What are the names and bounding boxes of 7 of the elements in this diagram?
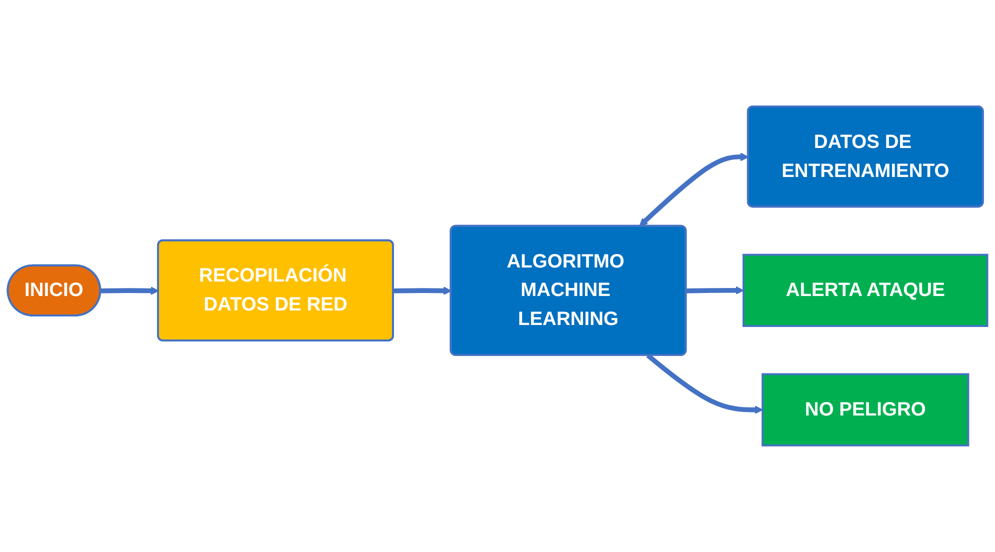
node-box: ALERTA ATAQUE [742,254,988,328]
arrow [686,286,744,295]
arrow [393,286,452,296]
node-box: NO PELIGRO [762,373,970,446]
arrow [100,286,159,296]
arrow [646,354,763,414]
arrow [639,152,749,227]
